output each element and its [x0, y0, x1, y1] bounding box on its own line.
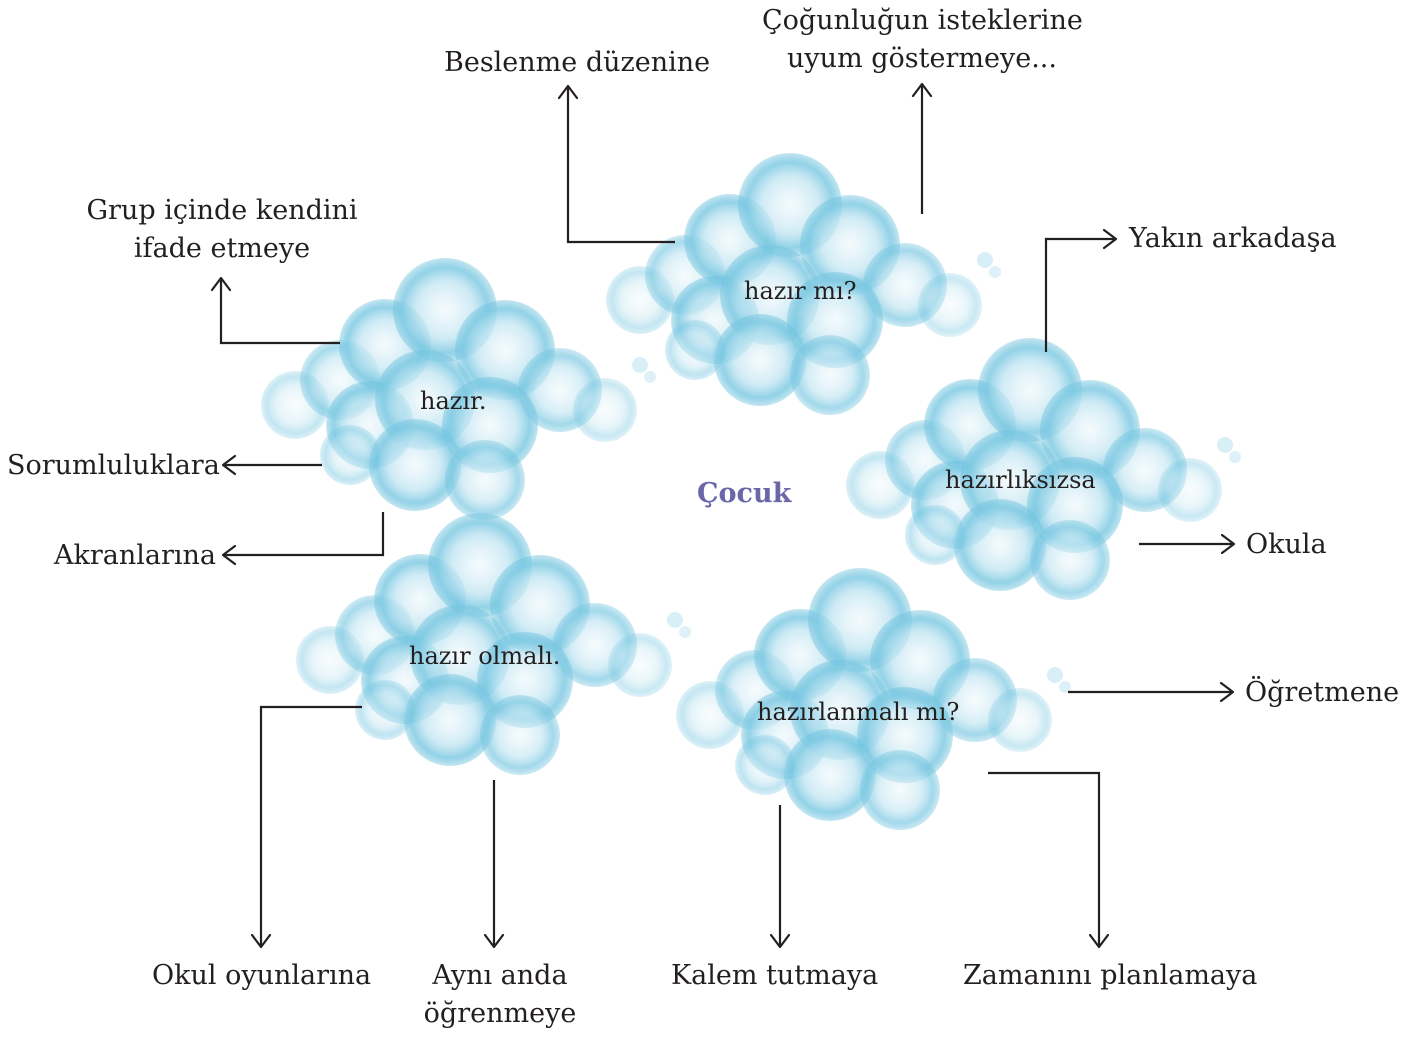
arrow-grup	[210, 276, 340, 345]
label-cogunluk-line1: Çoğunluğun isteklerine	[762, 5, 1083, 36]
arrow-yakin	[1044, 228, 1118, 352]
label-okula: Okula	[1246, 529, 1327, 560]
label-ayni-anda: Aynı anda öğrenmeye	[400, 957, 600, 1033]
label-grup: Grup içinde kendini ifade etmeye	[72, 192, 372, 268]
label-ogretmen: Öğretmene	[1245, 677, 1400, 708]
arrow-ayni-anda	[483, 780, 505, 949]
label-beslenme: Beslenme düzenine	[444, 47, 711, 78]
center-label: Çocuk	[697, 478, 792, 509]
label-okul-oyun: Okul oyunlarına	[152, 960, 372, 991]
label-zaman: Zamanını planlamaya	[963, 960, 1258, 991]
arrow-beslenme	[557, 84, 675, 244]
label-ayni-line2: öğrenmeye	[423, 998, 577, 1029]
label-akran: Akranlarına	[54, 540, 217, 571]
arrow-akran	[221, 512, 385, 566]
arrow-okula	[1139, 533, 1236, 555]
arrow-zaman	[988, 771, 1110, 949]
arrow-kalem	[769, 805, 791, 949]
label-grup-line1: Grup içinde kendini	[86, 195, 358, 226]
arrow-sorumluluk	[221, 454, 322, 476]
cloud-label-top: hazır mı?	[744, 277, 857, 305]
cloud-label-bottom-left: hazır olmalı.	[409, 642, 561, 670]
cloud-label-bottom-right: hazırlanmalı mı?	[757, 698, 960, 726]
cloud-label-right: hazırlıksızsa	[945, 466, 1096, 494]
label-sorumluluk: Sorumluluklara	[7, 450, 220, 481]
label-yakin: Yakın arkadaşa	[1129, 223, 1337, 254]
label-cogunluk: Çoğunluğun isteklerine uyum göstermeye..…	[762, 2, 1083, 78]
arrow-ogretmen	[1068, 681, 1235, 703]
label-ayni-line1: Aynı anda	[432, 960, 568, 991]
arrow-cogunluk	[911, 82, 933, 214]
label-grup-line2: ifade etmeye	[133, 233, 311, 264]
cloud-label-left: hazır.	[420, 387, 487, 415]
label-kalem: Kalem tutmaya	[671, 960, 879, 991]
label-cogunluk-line2: uyum göstermeye...	[787, 43, 1057, 74]
arrow-okul-oyun	[250, 705, 362, 949]
